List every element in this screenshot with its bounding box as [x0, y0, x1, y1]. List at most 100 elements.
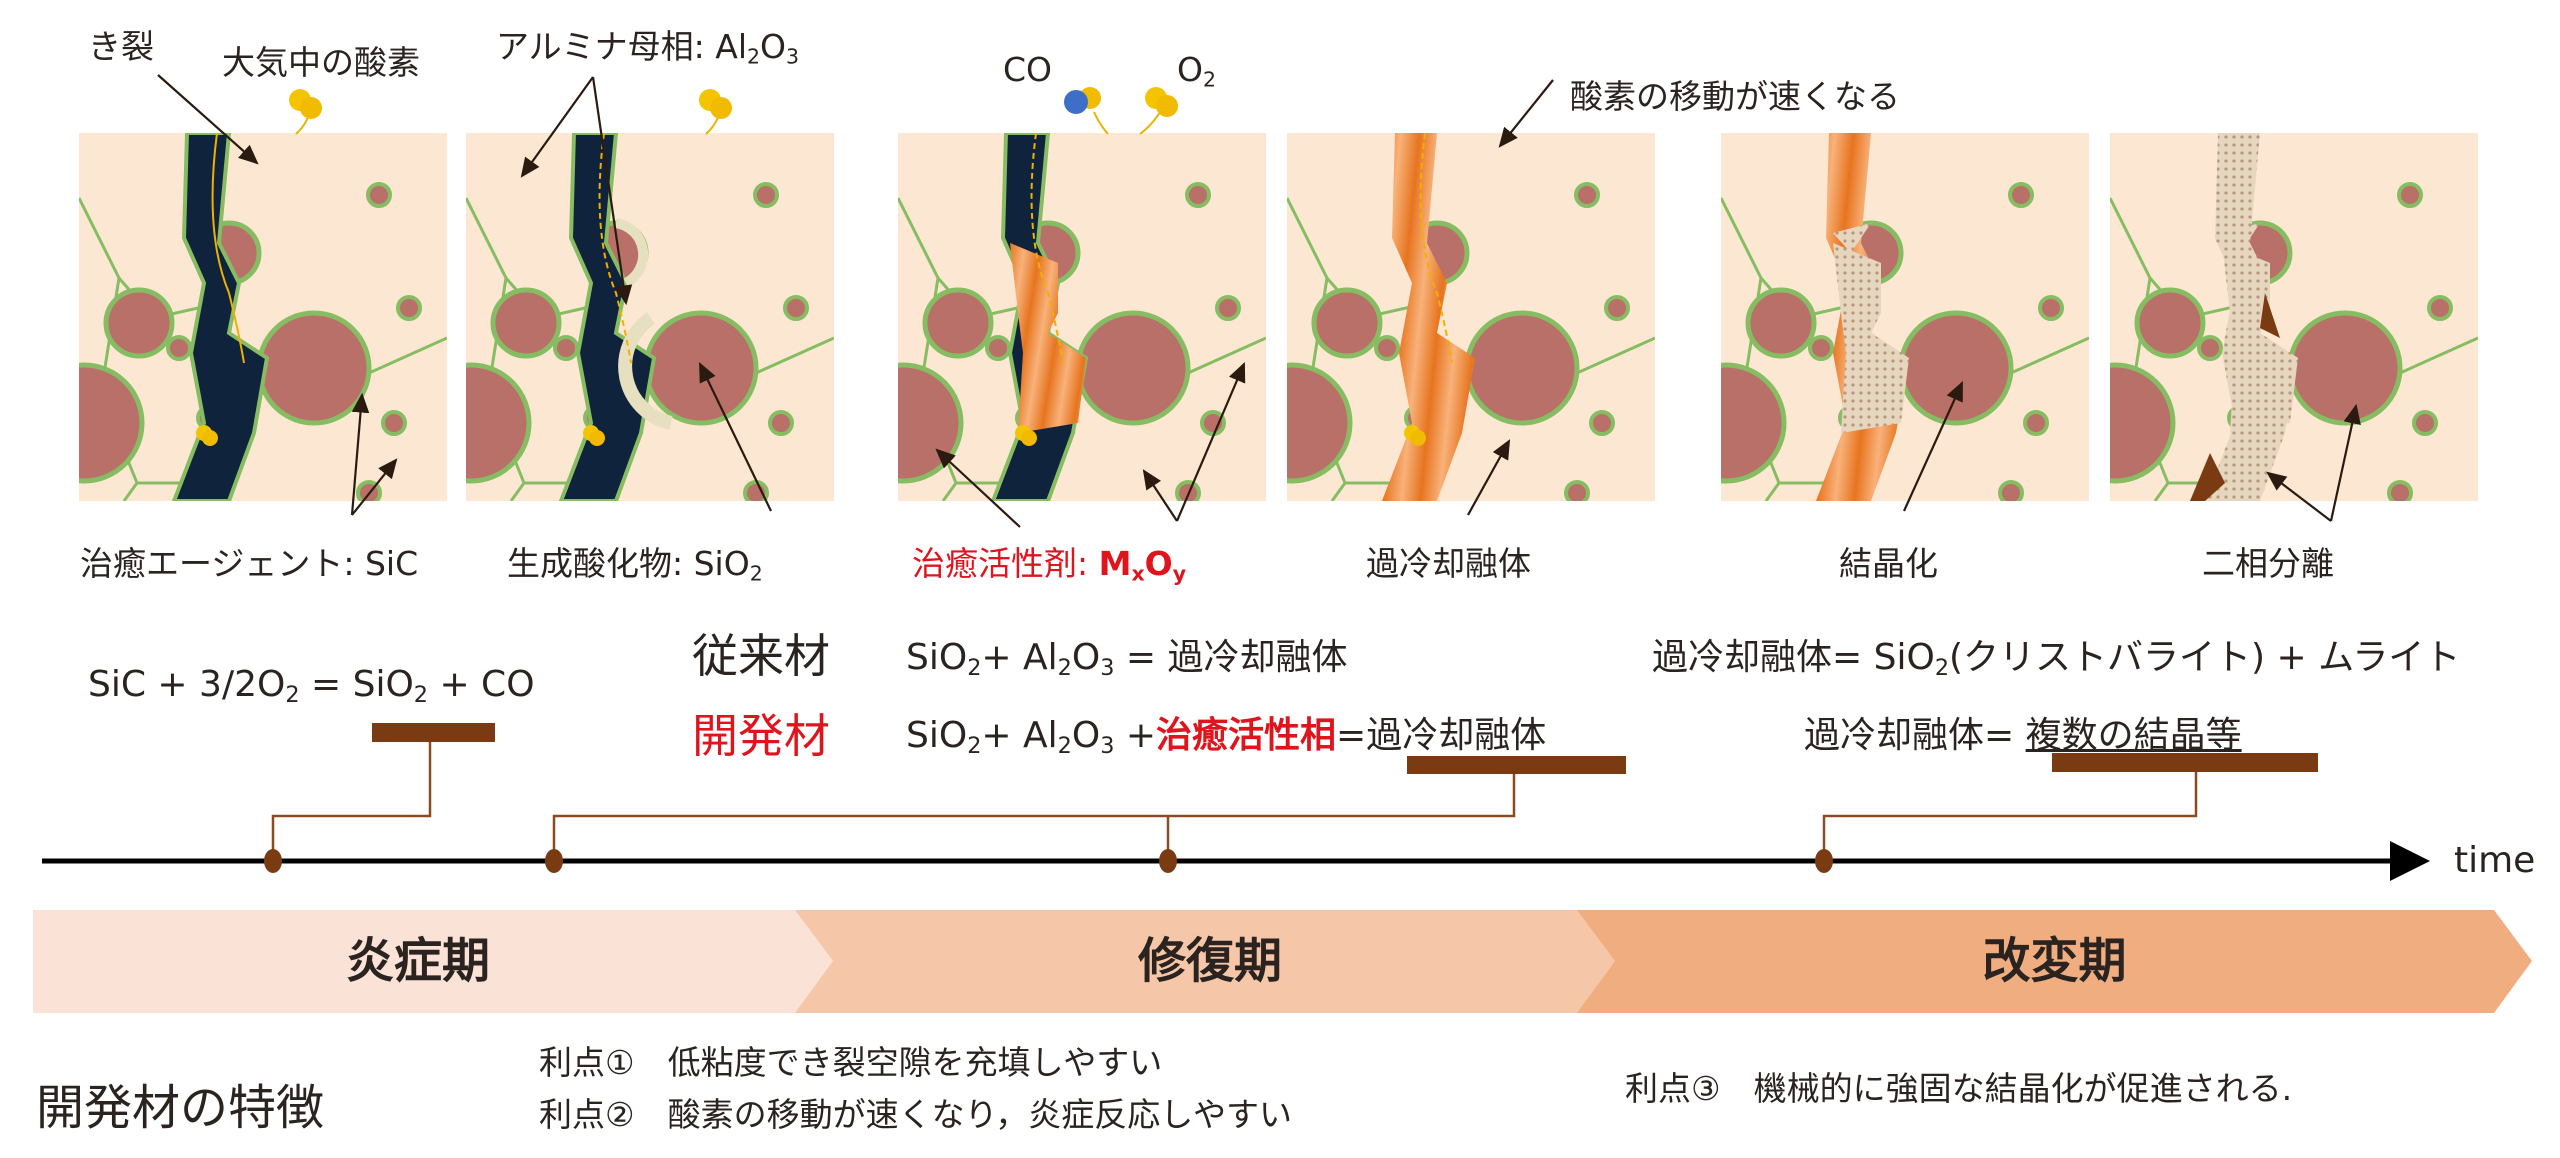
arrow-activator-1: [935, 448, 1021, 528]
sic-particle: [2023, 410, 2049, 436]
crack: [558, 133, 657, 501]
features-title: 開発材の特徴: [36, 1080, 325, 1136]
sic-particle: [2110, 362, 2176, 484]
arrow-sio2: [699, 362, 772, 512]
equation-developed-result: 過冷却融体= 複数の結晶等: [1804, 715, 2242, 756]
timeline-point: [264, 849, 282, 873]
equation-conventional: SiO2+ Al2O3 = 過冷却融体: [906, 637, 1348, 682]
timeline-axis-label: time: [2454, 840, 2536, 881]
equation-developed: SiO2+ Al2O3 +治癒活性相=過冷却融体: [906, 715, 1547, 760]
second-phase: [2260, 293, 2280, 338]
oxygen-molecule-icon: [699, 89, 732, 135]
timeline-point: [1159, 849, 1177, 873]
sic-particle: [1808, 335, 1834, 361]
phase-inflammation: 炎症期: [33, 910, 841, 1013]
sic-particle: [2427, 295, 2453, 321]
arrow-separation-2: [2329, 403, 2361, 522]
sic-particle: [1215, 295, 1241, 321]
sic-particle: [1311, 287, 1383, 359]
phase-remodeling: 改変期: [1577, 910, 2532, 1013]
healing-melt: [1010, 243, 1086, 433]
panel-healing-activator: [898, 133, 1266, 501]
arrow-melt: [1467, 439, 1511, 516]
bracket-line-remodel: [1822, 772, 2198, 860]
label-phase-separation: 二相分離: [2202, 544, 2334, 583]
arrow-separation-1: [2266, 471, 2332, 522]
sic-particle: [1374, 335, 1400, 361]
sic-particle: [2412, 410, 2438, 436]
arrow-oxygen-faster: [1498, 79, 1554, 148]
arrow-crack: [157, 74, 259, 165]
arrow-alumina-2: [591, 76, 633, 306]
sic-particle: [922, 287, 994, 359]
sic-particle: [2038, 295, 2064, 321]
oxygen-path: [1419, 133, 1453, 364]
oxygen-path: [211, 133, 245, 364]
oxygen-molecule-icon: [1139, 87, 1178, 135]
label-healing-activator: 治癒活性剤: MxOy: [912, 544, 1187, 586]
crack: [1382, 133, 1475, 501]
sic-particle: [1287, 362, 1353, 484]
sic-particle: [1604, 295, 1630, 321]
advantage-2: 利点② 酸素の移動が速くなり，炎症反応しやすい: [539, 1095, 1292, 1134]
sic-particle: [1589, 410, 1615, 436]
panel-crack: [79, 133, 447, 501]
sic-particle: [466, 362, 532, 484]
sic-particle: [783, 295, 809, 321]
timeline-point: [545, 849, 563, 873]
sic-particle: [366, 182, 392, 208]
sic-particle: [1745, 287, 1817, 359]
bracket-line-inflammation: [271, 742, 432, 860]
advantage-1: 利点① 低粘度でき裂空隙を充填しやすい: [539, 1043, 1163, 1082]
advantage-3: 利点③ 機械的に強固な結晶化が促進される.: [1625, 1069, 2293, 1108]
timeline-brackets: [372, 723, 2318, 774]
second-phase: [2190, 453, 2225, 501]
label-atmospheric-oxygen: 大気中の酸素: [222, 43, 420, 82]
sic-particle: [103, 287, 175, 359]
oxygen-path: [598, 133, 632, 364]
panel-supercooled-melt: [1287, 133, 1655, 501]
sic-particle: [1998, 480, 2024, 501]
oxygen-molecule-icon: [1021, 430, 1037, 446]
oxygen-molecule-icon: [589, 430, 605, 446]
label-crystallization: 結晶化: [1839, 544, 1938, 583]
sic-particle: [1574, 182, 1600, 208]
label-alumina-matrix: アルミナ母相: Al2O3: [496, 27, 800, 69]
bracket-line-repair: [552, 774, 1516, 860]
oxygen-molecule-icon: [1410, 430, 1426, 446]
label-developed-material: 開発材: [692, 709, 830, 763]
sic-particle: [2397, 182, 2423, 208]
arrow-sic-1: [350, 392, 370, 516]
equation-oxidation: SiC + 3/2O2 = SiO2 + CO: [88, 664, 535, 709]
sic-particle: [2134, 287, 2206, 359]
sic-particle: [1185, 182, 1211, 208]
sic-particle: [490, 287, 562, 359]
oxygen-molecule-icon: [202, 430, 218, 446]
sic-particle: [2387, 480, 2413, 501]
sic-particle: [2197, 335, 2223, 361]
panel-crystallization: [1721, 133, 2089, 501]
label-co: CO: [1003, 50, 1053, 89]
bracket-box-crystals: [2052, 753, 2318, 772]
equation-conventional-result: 過冷却融体= SiO2(クリストバライト) + ムライト: [1652, 637, 2461, 682]
label-formed-oxide: 生成酸化物: SiO2: [507, 544, 763, 586]
oxide-layer: [614, 218, 649, 288]
sic-particle: [2008, 182, 2034, 208]
label-o2: O2: [1177, 50, 1216, 92]
label-healing-agent: 治癒エージェント: SiC: [80, 544, 419, 583]
bracket-box-developed: [1407, 756, 1626, 774]
sic-particle: [1564, 480, 1590, 501]
bracket-box-oxidation: [372, 723, 495, 742]
label-conventional-material: 従来材: [692, 629, 830, 683]
label-supercooled-melt: 過冷却融体: [1366, 544, 1531, 583]
arrow-alumina-1: [520, 76, 594, 178]
arrow-crystal: [1902, 380, 1964, 512]
crack: [171, 133, 270, 501]
crystallized-region: [1833, 223, 1909, 433]
oxygen-molecule-icon: [289, 89, 322, 135]
arrow-activator-3: [1175, 361, 1246, 522]
co-molecule-icon: [1064, 87, 1109, 135]
sic-particle: [79, 362, 145, 484]
sic-particle: [753, 182, 779, 208]
